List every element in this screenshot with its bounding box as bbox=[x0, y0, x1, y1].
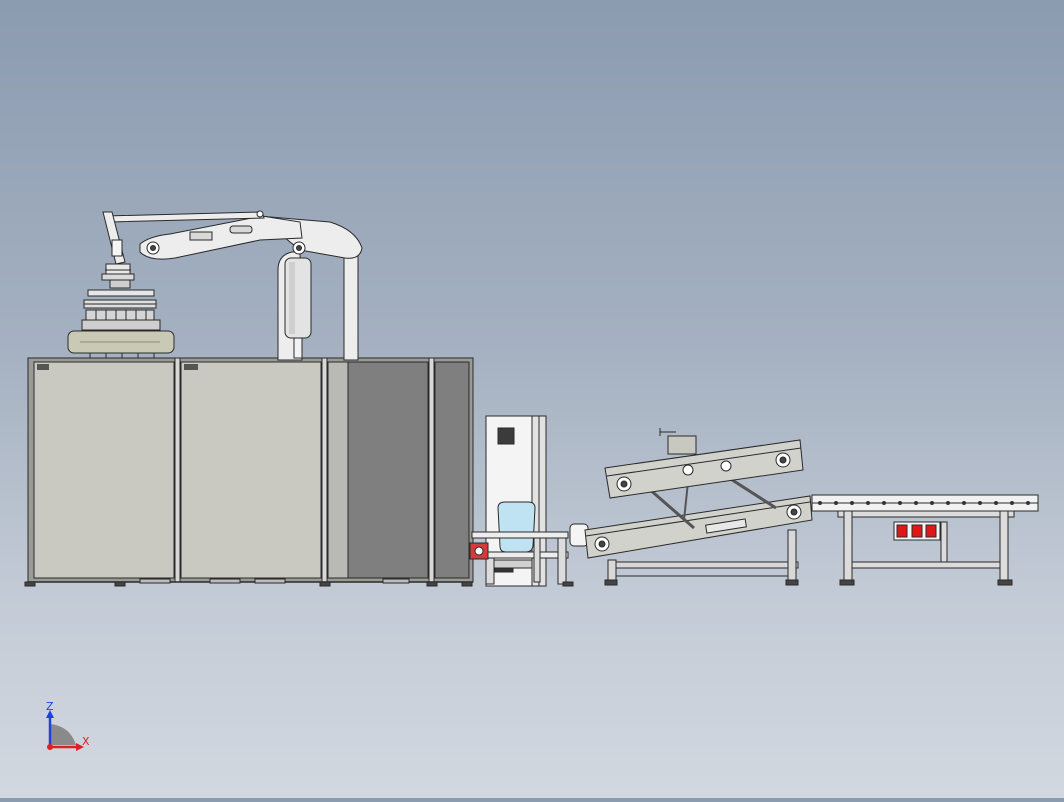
roller-conveyor bbox=[811, 494, 1039, 586]
fence-panel-4 bbox=[434, 361, 470, 579]
inclined-conveyor bbox=[584, 428, 813, 586]
triad-origin-fill bbox=[50, 724, 76, 745]
fence-panel-1 bbox=[33, 361, 175, 579]
conveyor-lower-frame bbox=[584, 495, 813, 559]
x-axis-label: X bbox=[82, 735, 90, 748]
robot-wrist-flange bbox=[105, 263, 131, 275]
fence-panel-2 bbox=[180, 361, 322, 579]
z-axis-label: Z bbox=[46, 700, 54, 713]
safety-fence bbox=[24, 357, 474, 587]
x-axis-arrow bbox=[76, 743, 84, 751]
axis-triad: Z X bbox=[46, 700, 90, 751]
triad-origin bbox=[47, 744, 53, 750]
z-axis-arrow bbox=[46, 710, 54, 718]
bag-gripper bbox=[67, 289, 175, 358]
robot-rear-link bbox=[343, 251, 359, 361]
water-bucket bbox=[497, 501, 536, 553]
rollers bbox=[818, 501, 1030, 505]
cabinet-display bbox=[497, 427, 515, 445]
conveyor-upper-frame bbox=[604, 439, 804, 499]
palletizing-robot bbox=[101, 210, 363, 361]
bucket-infeed bbox=[469, 501, 589, 587]
robot-upper-arm bbox=[139, 215, 303, 260]
